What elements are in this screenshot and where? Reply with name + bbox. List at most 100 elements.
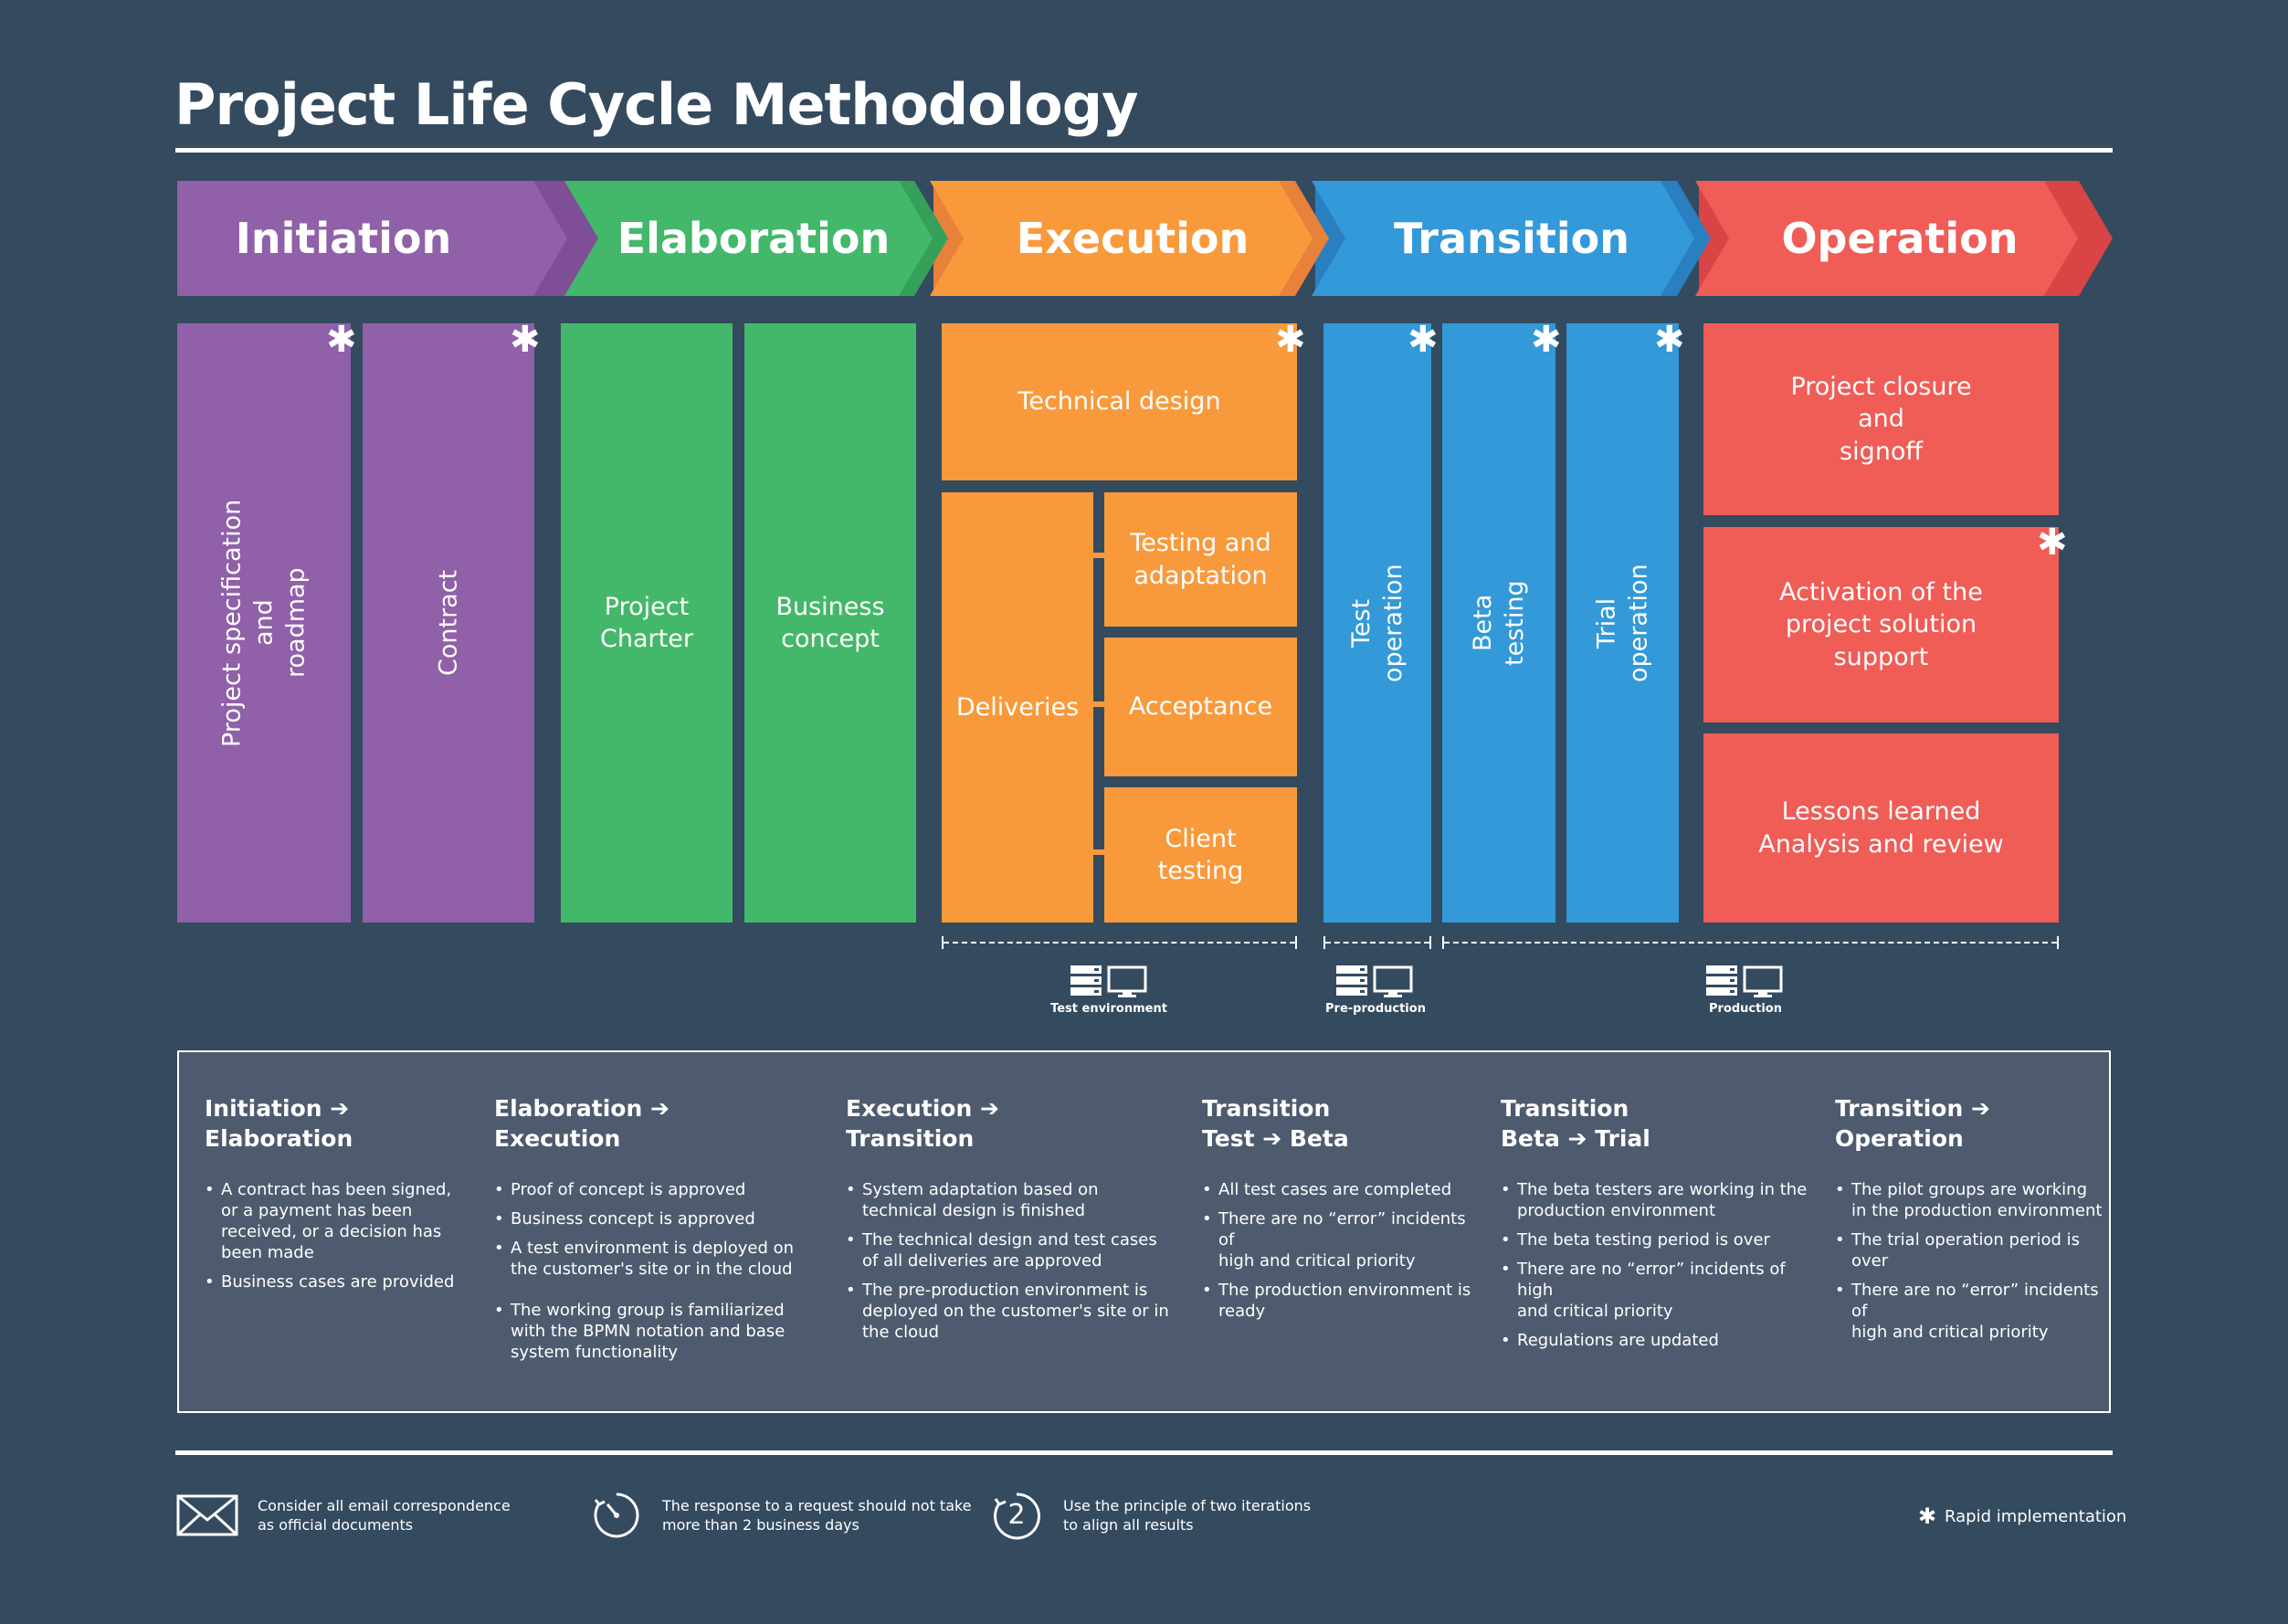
criteria-column: Transition Test ➔ Beta All test cases ar… [1202,1094,1485,1330]
phase-label-initiation: Initiation [235,214,452,263]
timer-icon [594,1492,639,1538]
bracket-tick [1442,936,1444,949]
bracket-tick [1295,936,1297,949]
connector [1093,849,1104,855]
criteria-list: A contract has been signed, or a payment… [205,1179,469,1292]
rapid-star-icon: ✱ [1408,319,1439,361]
title-divider [175,148,2113,153]
criteria-item: The pilot groups are working in the prod… [1835,1179,2109,1221]
bracket-tick [942,936,944,949]
box-project-charter: Project Charter [561,323,733,923]
phase-label-transition: Transition [1393,214,1630,263]
criteria-list: All test cases are completed There are n… [1202,1179,1485,1322]
criteria-item: The pre-production environment is deploy… [846,1280,1175,1343]
transition-criteria-panel: Initiation ➔ Elaboration A contract has … [177,1050,2111,1413]
bracket-tick [1429,936,1431,949]
criteria-item: The technical design and test cases of a… [846,1229,1175,1271]
criteria-item: The beta testers are working in the prod… [1501,1179,1820,1221]
rapid-star-icon: ✱ [510,319,541,361]
legend-rapid-implementation: Rapid implementation [1945,1507,2127,1526]
criteria-item: There are no “error” incidents of high a… [1835,1280,2109,1343]
box-lessons-learned: Lessons learned Analysis and review [1703,733,2059,923]
criteria-item: The production environment is ready [1202,1280,1485,1322]
connector [1093,701,1104,707]
envelope-icon [176,1494,238,1536]
criteria-list: The pilot groups are working in the prod… [1835,1179,2109,1343]
criteria-item: Business cases are provided [205,1271,469,1292]
connector [1093,553,1104,558]
criteria-heading: Transition Beta ➔ Trial [1501,1095,1650,1152]
box-testing-adaptation: Testing and adaptation [1104,492,1297,627]
box-activation-support: Activation of the project solution suppo… [1703,527,2059,722]
iteration-number: 2 [1007,1499,1026,1531]
criteria-heading: Elaboration ➔ Execution [494,1095,670,1152]
box-technical-design: Technical design [942,323,1297,480]
box-trial-operation-label: Trial operation [1592,564,1653,682]
criteria-item: All test cases are completed [1202,1179,1485,1200]
criteria-column: Execution ➔ Transition System adaptation… [846,1094,1175,1351]
box-contract-label: Contract [434,569,463,677]
criteria-item: System adaptation based on technical des… [846,1179,1175,1221]
server-monitor-icon [1336,965,1413,997]
criteria-column: Transition Beta ➔ Trial The beta testers… [1501,1094,1820,1359]
footer-response-note: The response to a request should not tak… [662,1497,972,1534]
box-client-testing-label: Client testing [1157,824,1244,885]
footer-divider [175,1450,2113,1455]
box-business-concept: Business concept [744,323,916,923]
criteria-item: The working group is familiarized with t… [494,1300,823,1363]
rapid-star-icon: ✱ [1918,1503,1937,1529]
rapid-star-icon: ✱ [2037,522,2068,564]
box-client-testing: Client testing [1104,787,1297,923]
criteria-list: The beta testers are working in the prod… [1501,1179,1820,1351]
box-acceptance: Acceptance [1104,638,1297,776]
box-deliveries: Deliveries [942,492,1093,923]
criteria-item: A contract has been signed, or a payment… [205,1179,469,1263]
box-acceptance-label: Acceptance [1128,692,1273,722]
server-monitor-icon [1070,965,1147,997]
box-beta-testing-label: Beta testing [1468,580,1529,666]
box-testing-adaptation-label: Testing and adaptation [1130,529,1271,590]
footer-email-note: Consider all email correspondence as off… [258,1497,511,1534]
prod-env-bracket [1444,942,2057,944]
rapid-star-icon: ✱ [1275,319,1306,361]
box-trial-operation: Trial operation [1566,323,1679,923]
phase-label-operation: Operation [1781,214,2019,263]
env-label-test: Test environment [1050,1002,1167,1016]
criteria-heading: Transition Test ➔ Beta [1202,1095,1349,1152]
criteria-column: Transition ➔ Operation The pilot groups … [1835,1094,2109,1351]
bracket-tick [1323,936,1325,949]
criteria-list: Proof of concept is approved Business co… [494,1179,823,1363]
criteria-list: System adaptation based on technical des… [846,1179,1175,1343]
criteria-heading: Execution ➔ Transition [846,1095,999,1152]
preprod-env-bracket [1325,942,1429,944]
box-technical-design-label: Technical design [1017,387,1221,417]
criteria-column: Elaboration ➔ Execution Proof of concept… [494,1094,823,1371]
test-env-bracket [944,942,1295,944]
iteration-icon [994,1492,1040,1540]
server-monitor-icon [1706,965,1783,997]
criteria-heading: Transition ➔ Operation [1835,1095,1990,1152]
criteria-item: Regulations are updated [1501,1330,1820,1351]
footer-iterations-note: Use the principle of two iterations to a… [1063,1497,1312,1534]
box-project-charter-label: Project Charter [600,592,693,653]
box-test-operation: Test operation [1323,323,1431,923]
box-project-closure: Project closure and signoff [1703,323,2059,515]
box-project-closure-label: Project closure and signoff [1790,373,1972,466]
criteria-item: There are no “error” incidents of high a… [1501,1259,1820,1322]
phase-label-elaboration: Elaboration [617,214,891,263]
bracket-tick [2057,936,2059,949]
box-beta-testing: Beta testing [1442,323,1555,923]
criteria-item: Proof of concept is approved [494,1179,823,1200]
criteria-item: A test environment is deployed on the cu… [494,1238,823,1280]
env-label-preprod: Pre-production [1325,1002,1426,1016]
criteria-item: Business concept is approved [494,1208,823,1229]
box-deliveries-label: Deliveries [955,692,1080,722]
box-contract: Contract [363,323,534,923]
rapid-star-icon: ✱ [1654,319,1685,361]
env-label-prod: Production [1709,1002,1782,1016]
box-test-operation-label: Test operation [1346,564,1408,682]
criteria-item: The trial operation period is over [1835,1229,2109,1271]
box-project-specification-label: Project specification and roadmap [217,499,311,747]
criteria-item: The beta testing period is over [1501,1229,1820,1250]
phase-label-execution: Execution [1016,214,1249,263]
